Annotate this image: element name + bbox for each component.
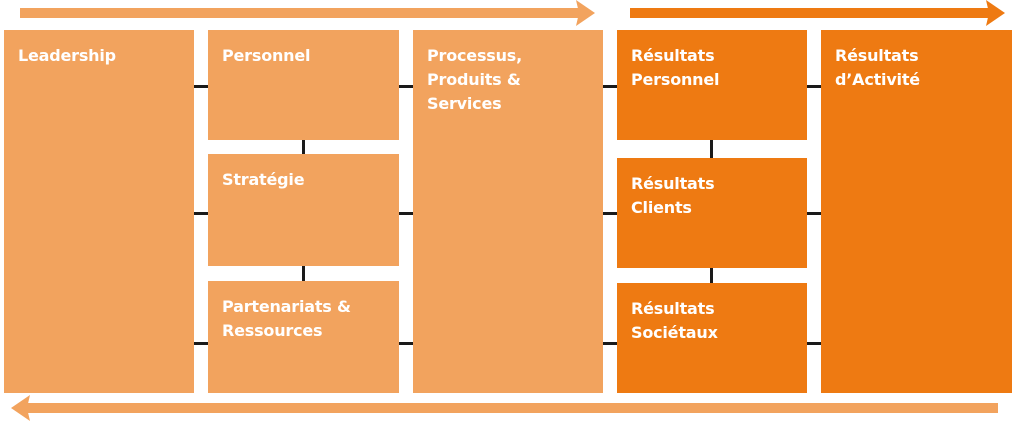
connector-partenariats-processus [399, 342, 413, 345]
connector-strategie-processus [399, 212, 413, 215]
resultats-clients-box: Résultats Clients [617, 158, 807, 268]
partenariats-label-line2: Ressources [222, 321, 323, 340]
resultats-personnel-box: Résultats Personnel [617, 30, 807, 140]
connector-personnel-strategie [302, 140, 305, 154]
top-left-arrow [20, 0, 595, 26]
connector-processus-resultats-clients [603, 212, 617, 215]
processus-label-line3: Services [427, 94, 502, 113]
connector-strategie-partenariats [302, 266, 305, 281]
resultats-activite-label-line1: Résultats [835, 46, 919, 65]
connector-resultats-clients-activite [807, 212, 821, 215]
resultats-societaux-label-line1: Résultats [631, 299, 715, 318]
resultats-societaux-label-line2: Sociétaux [631, 323, 718, 342]
connector-leadership-partenariats [194, 342, 208, 345]
connector-resultats-clients-societaux [710, 268, 713, 283]
connector-leadership-personnel [194, 85, 208, 88]
partenariats-ressources-box: Partenariats & Ressources [208, 281, 399, 393]
resultats-activite-box: Résultats d’Activité [821, 30, 1012, 393]
connector-resultats-personnel-clients [710, 140, 713, 158]
resultats-clients-label-line1: Résultats [631, 174, 715, 193]
personnel-box: Personnel [208, 30, 399, 140]
connector-processus-resultats-societaux [603, 342, 617, 345]
strategie-label: Stratégie [222, 170, 305, 189]
connector-personnel-processus [399, 85, 413, 88]
strategie-box: Stratégie [208, 154, 399, 266]
bottom-feedback-arrow [11, 395, 998, 421]
connector-resultats-personnel-activite [807, 85, 821, 88]
connector-leadership-strategie [194, 212, 208, 215]
resultats-personnel-label-line2: Personnel [631, 70, 720, 89]
partenariats-label-line1: Partenariats & [222, 297, 351, 316]
personnel-label: Personnel [222, 46, 311, 65]
top-right-arrow [630, 0, 1005, 26]
connector-resultats-societaux-activite [807, 342, 821, 345]
resultats-clients-label-line2: Clients [631, 198, 692, 217]
resultats-personnel-label-line1: Résultats [631, 46, 715, 65]
resultats-societaux-box: Résultats Sociétaux [617, 283, 807, 393]
leadership-label: Leadership [18, 46, 116, 65]
connector-processus-resultats-personnel [603, 85, 617, 88]
resultats-activite-label-line2: d’Activité [835, 70, 920, 89]
processus-label-line2: Produits & [427, 70, 521, 89]
processus-label-line1: Processus, [427, 46, 522, 65]
processus-produits-services-box: Processus, Produits & Services [413, 30, 603, 393]
leadership-box: Leadership [4, 30, 194, 393]
